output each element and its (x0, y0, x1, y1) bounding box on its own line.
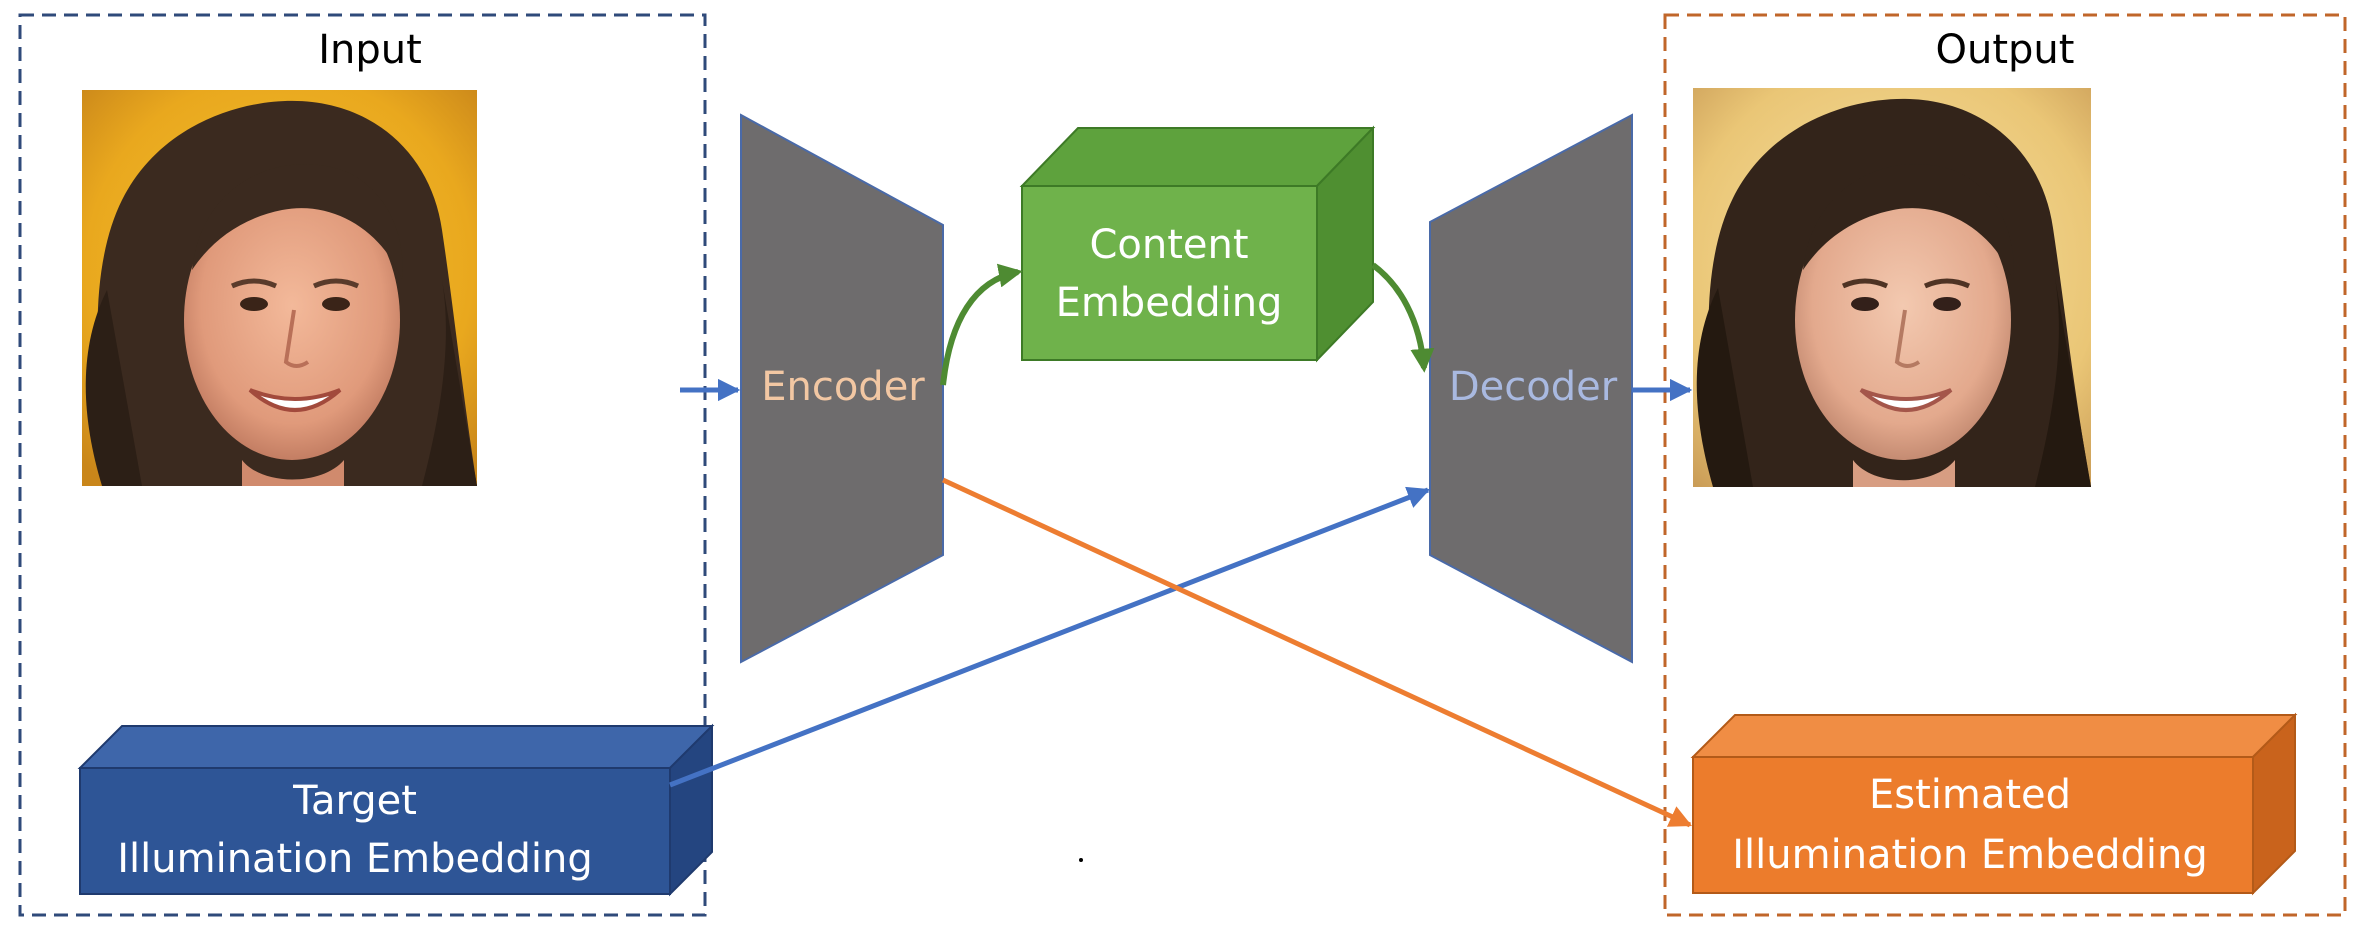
input-face-image (82, 90, 477, 486)
output-panel (1663, 13, 2347, 917)
target-embedding-line1: Target (292, 778, 417, 824)
encoder-label: Encoder (761, 364, 925, 410)
dot-mark (1079, 858, 1083, 862)
target-embedding-line2: Illumination Embedding (117, 836, 593, 882)
decoder-block (1429, 113, 1633, 664)
content-to-decoder-arrow (1371, 262, 1435, 373)
encoder-to-content-arrow (940, 263, 1023, 386)
content-embedding-box: Content Embedding (1019, 125, 1376, 363)
target-to-decoder-arrow (669, 486, 1431, 788)
output-face-image (1693, 88, 2091, 487)
estimated-embedding-line1: Estimated (1869, 772, 2071, 818)
content-embedding-line1: Content (1089, 222, 1248, 268)
content-embedding-line2: Embedding (1056, 280, 1283, 326)
target-embedding-box: Target Illumination Embedding (77, 723, 715, 897)
decoder-label: Decoder (1449, 364, 1618, 410)
input-panel (18, 13, 707, 917)
encoder-block (740, 113, 944, 664)
estimated-embedding-box: Estimated Illumination Embedding (1690, 712, 2298, 896)
estimated-embedding-line2: Illumination Embedding (1732, 832, 2208, 878)
encoder-to-estimated-arrow (941, 477, 1693, 828)
input-title: Input (318, 27, 422, 73)
output-title: Output (1936, 27, 2075, 73)
